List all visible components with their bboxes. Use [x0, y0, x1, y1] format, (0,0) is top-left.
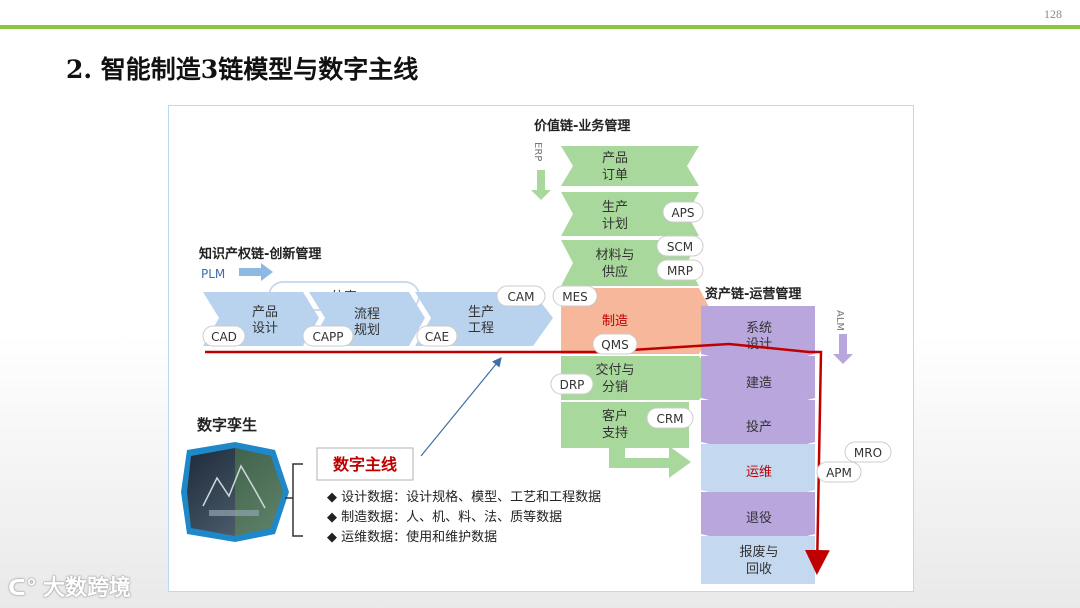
thread-pointer-arrow — [420, 357, 502, 457]
ac-stage-6 — [701, 536, 815, 584]
vc-stage-2-label: 生产计划 — [602, 200, 628, 232]
tag-crm: CRM — [646, 407, 694, 429]
alm-arrow — [833, 334, 853, 364]
tag-capp: CAPP — [302, 325, 354, 347]
tag-cad: CAD — [202, 325, 246, 347]
ip-stage-3-label: 生产工程 — [468, 305, 494, 336]
plm-arrow — [239, 263, 273, 281]
ac-stage-2 — [701, 356, 815, 412]
ac-stage-5 — [701, 492, 815, 548]
svg-text:MRP: MRP — [667, 264, 693, 278]
vc-stage-3-label: 材料与供应 — [595, 248, 634, 280]
ac-stage-4 — [701, 444, 815, 504]
ip-stage-2-label: 流程规划 — [354, 307, 380, 338]
plm-label: PLM — [201, 267, 225, 281]
three-chain-diagram: 价值链-业务管理 ERP 产品订单 生产计划 材料与供应 制造 交付与分销 客户… — [168, 105, 914, 592]
vc-stage-2 — [561, 192, 699, 236]
tag-aps: APS — [662, 201, 704, 223]
ac-stage-3 — [701, 400, 815, 456]
svg-text:APS: APS — [671, 206, 694, 220]
ac-stage-4-label: 运维 — [746, 465, 772, 480]
svg-text:MES: MES — [562, 290, 588, 304]
tag-cam: CAM — [496, 285, 546, 307]
vc-stage-1-label: 产品订单 — [602, 151, 628, 183]
tag-cae: CAE — [416, 325, 458, 347]
page-number: 128 — [1044, 7, 1062, 21]
svg-text:CAD: CAD — [211, 330, 237, 344]
thread-bracket — [285, 463, 303, 537]
svg-text:APM: APM — [826, 466, 852, 480]
watermark-logo-icon: ᑕ° — [8, 576, 37, 601]
vc-stage-6-label: 客户支持 — [602, 408, 628, 441]
tag-qms: QMS — [592, 333, 638, 355]
vc-stage-5 — [561, 356, 717, 400]
tag-mro: MRO — [844, 441, 892, 463]
svg-text:CAM: CAM — [508, 290, 535, 304]
thread-item-1: ◆ 设计数据：设计规格、模型、工艺和工程数据 — [327, 489, 601, 505]
value-chain-title: 价值链-业务管理 — [534, 118, 630, 134]
ac-stage-3-label: 投产 — [746, 419, 772, 435]
ip-chain-title: 知识产权链-创新管理 — [199, 246, 321, 262]
digital-thread-label: 数字主线 — [333, 455, 397, 474]
vc-stage-5-label: 交付与分销 — [595, 362, 634, 395]
digital-thread-line — [205, 342, 830, 575]
tag-scm: SCM — [656, 235, 704, 257]
erp-arrow — [531, 170, 551, 200]
ip-stage-1-label: 产品设计 — [252, 305, 278, 336]
ac-stage-6-label: 报废与回收 — [739, 544, 778, 577]
thread-item-3: ◆ 运维数据：使用和维护数据 — [327, 529, 497, 545]
tag-drp: DRP — [550, 373, 594, 395]
svg-text:SCM: SCM — [667, 240, 693, 254]
ac-stage-5-label: 退役 — [746, 511, 772, 526]
digital-twin-label: 数字孪生 — [197, 416, 257, 434]
erp-label: ERP — [532, 142, 543, 161]
ac-stage-1 — [701, 306, 815, 368]
digital-thread-box — [316, 447, 414, 481]
svg-text:CAPP: CAPP — [312, 330, 343, 344]
vc-exit-arrow — [609, 446, 691, 478]
thread-item-2: ◆ 制造数据：人、机、料、法、质等数据 — [327, 509, 562, 525]
svg-text:DRP: DRP — [560, 378, 585, 392]
tag-mrp: MRP — [656, 259, 704, 281]
svg-text:QMS: QMS — [601, 338, 628, 352]
vc-stage-mfg-label: 制造 — [602, 314, 628, 329]
svg-text:CRM: CRM — [656, 412, 683, 426]
top-accent-line — [0, 25, 1080, 29]
watermark: ᑕ°大数跨境 — [8, 570, 131, 602]
tag-apm: APM — [816, 461, 862, 483]
watermark-text: 大数跨境 — [42, 576, 131, 601]
asset-chain-title: 资产链-运营管理 — [705, 286, 801, 302]
svg-text:MRO: MRO — [854, 446, 882, 460]
svg-text:CAE: CAE — [425, 330, 449, 344]
ac-stage-2-label: 建造 — [746, 376, 772, 391]
alm-label: ALM — [834, 310, 845, 331]
vc-stage-1 — [561, 146, 699, 186]
digital-twin-image — [181, 442, 289, 542]
tag-mes: MES — [552, 285, 598, 307]
slide-title: 2. 智能制造3链模型与数字主线 — [66, 55, 419, 84]
